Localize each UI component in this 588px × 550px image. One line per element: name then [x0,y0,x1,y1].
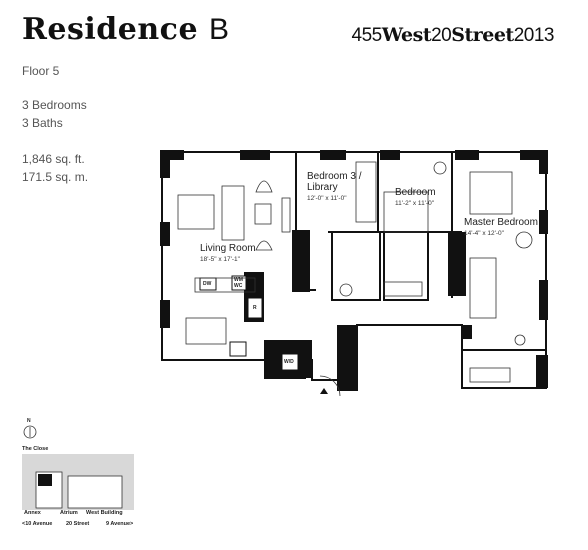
toilet-master [514,334,526,346]
residence-title: Residence B [22,12,230,47]
address-number: 455 [351,25,383,46]
keyplan-west-building [67,475,123,509]
bedroom-label: Bedroom [395,187,436,198]
armchair [255,180,273,193]
chair-master [515,231,533,249]
compass-icon [23,425,37,439]
area-sqm: 171.5 sq. m. [22,170,89,184]
keyplan-unit-highlight [38,474,52,486]
range-box [229,341,247,357]
bed-bedroom [383,191,429,233]
tenth-avenue-label: <10 Avenue [22,521,53,527]
chair-bedroom [433,161,447,175]
bathtub-master [469,367,511,383]
annex-label: Annex [24,510,41,516]
ninth-avenue-label: 9 Avenue> [106,521,134,527]
structural-columns [160,150,548,390]
closet [469,257,497,319]
wall-bathrooms [331,232,429,301]
bedroom-dims: 11'-2" x 11'-0" [395,200,435,207]
coffee-table [254,203,272,225]
master-bedroom-label: Master Bedroom [464,217,538,228]
address-west: West [381,24,432,46]
atrium-label: Atrium [60,510,78,516]
address-20: 20 [431,25,452,46]
bedrooms-count: 3 Bedrooms [22,98,87,112]
refrigerator-label: R [253,305,257,311]
bed-master [469,171,513,215]
bedroom3-dims: 12'-0" x 11'-0" [307,195,347,202]
master-bedroom-dims: 14'-4" x 12'-0" [464,230,504,237]
baths-count: 3 Baths [22,116,63,130]
residence-word: Residence [22,12,199,47]
address-year: 2013 [513,25,555,46]
sofa [221,185,245,241]
twentieth-street-label: 20 Street [66,521,90,527]
refrigerator-box [247,297,263,319]
west-building-label: West Building [86,510,123,516]
washer-dryer-box [281,353,299,371]
entry-door-swing [319,375,341,397]
toilet [339,283,353,297]
area-sqft: 1,846 sq. ft. [22,152,85,166]
living-room-label: Living Room [200,243,256,254]
kitchen-counter [194,277,256,293]
wall-master-bath [461,325,545,388]
armchair-2 [255,240,273,251]
dishwasher-label: DW [203,281,212,287]
washer-dryer-label: W/D [284,359,294,365]
washer-box [231,275,247,291]
bathtub [383,281,423,297]
the-close-label: The Close [22,446,49,452]
floor-label: Floor 5 [22,64,60,78]
north-label: N [27,418,31,424]
bed-library [355,161,377,223]
living-room-dims: 18'-5" x 17'-1" [200,256,240,263]
residence-letter: B [209,13,230,46]
console [281,197,291,233]
address-street: Street [451,24,514,46]
washer-label: WM [234,277,243,283]
washer-label-2: WC [234,283,243,289]
kitchen-island [185,317,227,345]
dining-table [177,194,215,230]
library-label: Library [307,182,338,193]
entry-marker [320,388,328,394]
building-address: 455West20Street2013 [351,24,555,47]
bedroom3-label: Bedroom 3 / [307,171,362,182]
